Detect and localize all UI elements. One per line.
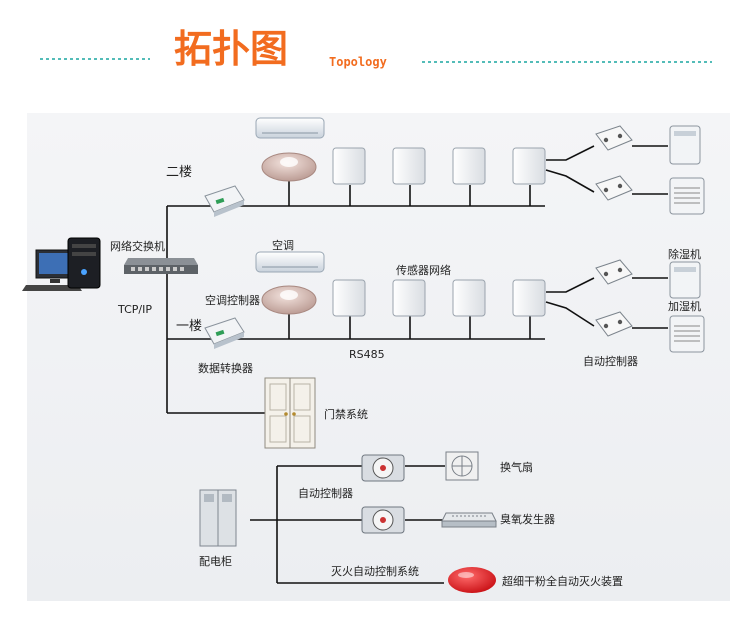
page-subtitle: Topology (329, 55, 387, 69)
temperature-controller-icon (361, 454, 405, 482)
dehumidifier-icon (669, 125, 701, 165)
humidifier-icon (669, 177, 705, 215)
floor2-label: 二楼 (166, 165, 192, 180)
ozone-generator-label: 臭氧发生器 (500, 512, 555, 526)
sensor-icon (392, 279, 426, 317)
dehumidifier-label: 除湿机 (668, 247, 701, 261)
tcpip-label: TCP/IP (117, 303, 152, 316)
exhaust-fan-icon (445, 451, 479, 481)
ac-controller-icon-floor2 (261, 152, 317, 182)
relay-icon (595, 311, 633, 337)
fire-control-system-label: 灭火自动控制系统 (331, 564, 419, 578)
dehumidifier-icon (669, 261, 701, 299)
ac-label: 空调 (272, 238, 294, 252)
humidifier-label: 加湿机 (668, 299, 701, 313)
relay-icon (595, 259, 633, 285)
header: 拓扑图 Topology (40, 27, 712, 71)
fire-extinguisher-device-icon (448, 567, 496, 593)
ac-controller-label: 空调控制器 (205, 293, 260, 307)
air-conditioner-icon-floor2 (255, 117, 325, 139)
network-switch-icon (124, 258, 198, 274)
sensor-icon (512, 147, 546, 185)
air-conditioner-icon-floor1 (255, 251, 325, 273)
rs485-label: RS485 (349, 348, 385, 361)
auto-controller-bottom-label: 自动控制器 (298, 486, 353, 500)
fire-device-label: 超细干粉全自动灭火装置 (502, 574, 623, 588)
sensor-icon (332, 279, 366, 317)
ozone-generator-icon (441, 512, 497, 528)
data-converter-label: 数据转换器 (198, 361, 253, 375)
sensor-icon (452, 279, 486, 317)
sensor-network-label: 传感器网络 (396, 263, 451, 277)
sensor-icon (392, 147, 426, 185)
relay-icon (595, 175, 633, 201)
temperature-controller-icon (361, 506, 405, 534)
computer-icon (22, 237, 101, 291)
exhaust-fan-label: 换气扇 (500, 460, 533, 474)
network-switch-label: 网络交换机 (110, 239, 165, 253)
auto-controller-right-label: 自动控制器 (583, 354, 638, 368)
humidifier-icon (669, 315, 705, 353)
page-title: 拓扑图 (174, 27, 288, 71)
relay-icon (595, 125, 633, 151)
connection-lines (166, 145, 668, 584)
door-icon (264, 377, 316, 449)
data-converter-icon-floor2 (204, 185, 245, 217)
ac-controller-icon-floor1 (261, 285, 317, 315)
distribution-cabinet-label: 配电柜 (199, 555, 232, 568)
access-control-label: 门禁系统 (324, 407, 368, 421)
sensor-icon (512, 279, 546, 317)
sensor-icon (332, 147, 366, 185)
sensor-icon (452, 147, 486, 185)
data-converter-icon-floor1 (204, 317, 245, 349)
floor1-label: 一楼 (176, 319, 202, 334)
distribution-cabinet-icon (199, 489, 237, 547)
